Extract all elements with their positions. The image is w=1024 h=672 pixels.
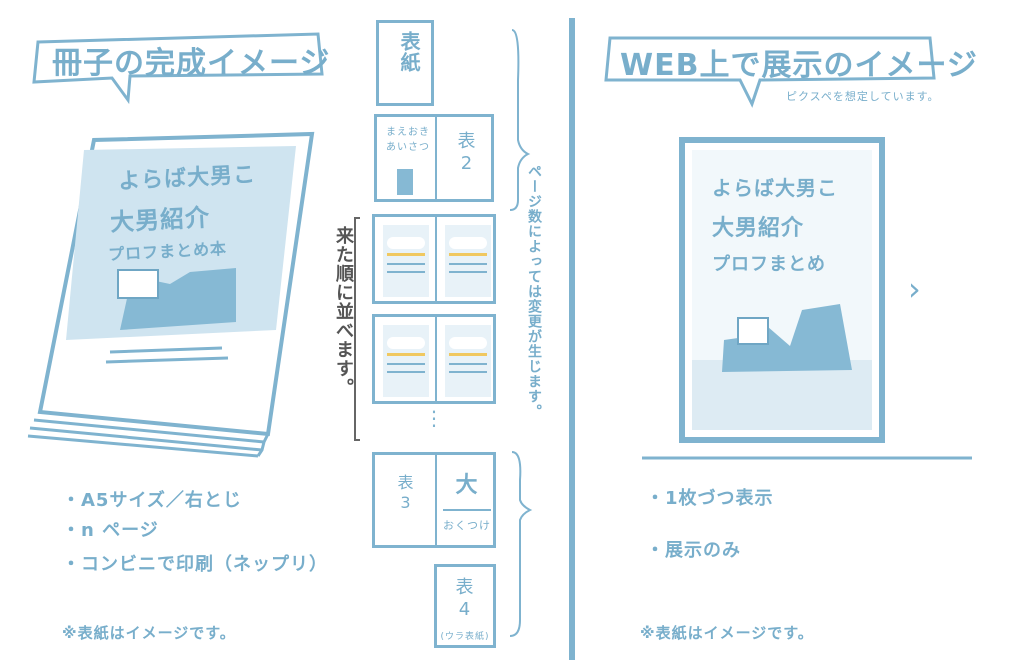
page-okutsuke-label: おくつけ [443,519,491,532]
page-hyo4: 表 4 (ウラ表紙) [434,564,496,648]
right-note: ※表紙はイメージです。 [640,624,814,642]
side-note-pages: ページ数によっては変更が生じます。 [526,164,542,419]
spread-back: 表 3 大 おくつけ [372,452,496,548]
spread-intro: まえおき あいさつ 表 2 [374,114,494,202]
left-bullet-pages: ・n ページ [62,520,159,541]
bracket-left [354,217,360,441]
right-panel-subtitle: ピクスペを想定しています。 [786,90,940,103]
page-hyo4-sub: (ウラ表紙) [440,632,490,642]
page-hyo4-label: 表 4 [455,577,475,620]
page-hyo3-label: 表 3 [397,473,415,512]
screen-line2: 大男紹介 [712,216,805,241]
left-bullet-size: ・A5サイズ／右とじ [62,490,242,511]
right-bullet-exhibit: ・展示のみ [646,540,741,561]
page-cover-label: 表紙 [397,31,421,73]
page-cover: 表紙 [376,20,434,106]
okutsuke-mark: 大 [455,473,479,498]
left-note: ※表紙はイメージです。 [62,624,236,642]
left-bullet-print: ・コンビニで印刷（ネップリ） [62,554,328,575]
left-panel-title: 冊子の完成イメージ [52,46,331,81]
left-speech-bubble [32,32,324,105]
side-note-order: 来た順に並べます。 [333,226,354,397]
ellipsis-mark: ⋮ [424,406,445,430]
next-arrow-icon[interactable]: › [908,270,922,308]
profile-spread-2 [372,314,496,404]
booklet-cover-line2: 大男紹介 [109,203,211,237]
page-intro-label: まえおき あいさつ [386,127,430,153]
screen-line1: よらば大男こ [712,176,838,200]
screen-line3: プロフまとめ [712,254,826,275]
profile-spread-1 [372,214,496,304]
right-panel-title: WEB上で展示のイメージ [620,48,978,83]
booklet-illustration [27,131,315,458]
web-screen-illustration [679,137,885,443]
right-bullet-display: ・1枚づつ表示 [646,488,774,509]
page-hyo2-label: 表 2 [457,131,477,174]
right-speech-bubble [604,36,936,108]
